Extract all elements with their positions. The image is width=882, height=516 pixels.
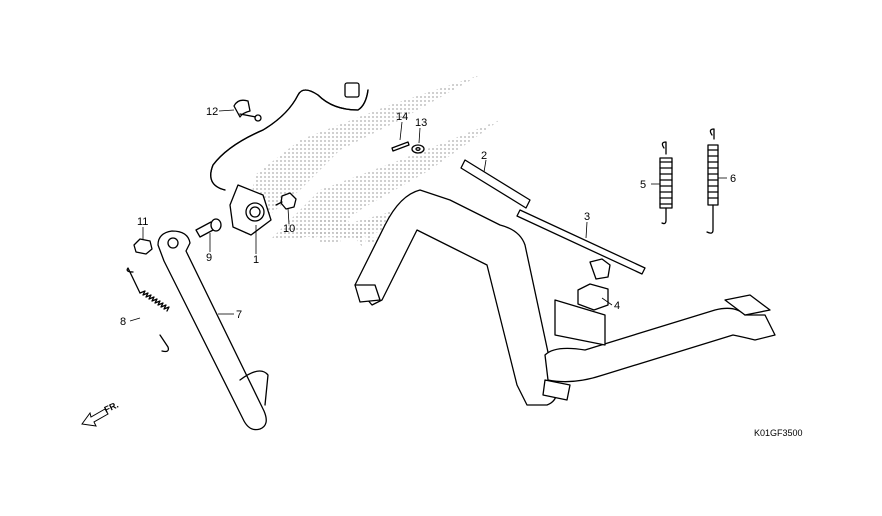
front-label: FR. [103,400,120,415]
part-11-nut [133,238,153,255]
part-12-clamp [233,99,262,122]
part-3-shaft [516,209,646,280]
part-14-cotter-pin [391,141,410,152]
part-2-main-stand [354,159,776,406]
part-1-switch [210,82,369,236]
honda-wing-watermark [245,75,500,248]
callout-7: 7 [236,309,242,321]
part-10-bolt [275,192,297,210]
callout-5: 5 [640,179,646,191]
callout-14: 14 [396,111,408,123]
callout-9: 9 [206,252,212,264]
callout-1: 1 [253,254,259,266]
part-13-washer [411,144,425,154]
callout-11: 11 [137,216,148,228]
part-8-spring [126,267,170,353]
callout-leaders [129,109,727,322]
callout-10: 10 [283,223,295,235]
part-6-spring [706,128,719,234]
callout-8: 8 [120,316,126,328]
callout-3: 3 [584,211,590,223]
part-4-stopper [577,283,609,311]
callout-4: 4 [614,300,620,312]
diagram-code: K01GF3500 [754,428,803,438]
front-direction-arrow: FR. [81,400,120,427]
callout-2: 2 [481,150,487,162]
callout-12: 12 [206,106,218,118]
part-9-pin [195,218,222,238]
part-5-spring [659,141,673,225]
callout-13: 13 [415,117,427,129]
part-7-side-stand [157,230,269,431]
callout-6: 6 [730,173,736,185]
